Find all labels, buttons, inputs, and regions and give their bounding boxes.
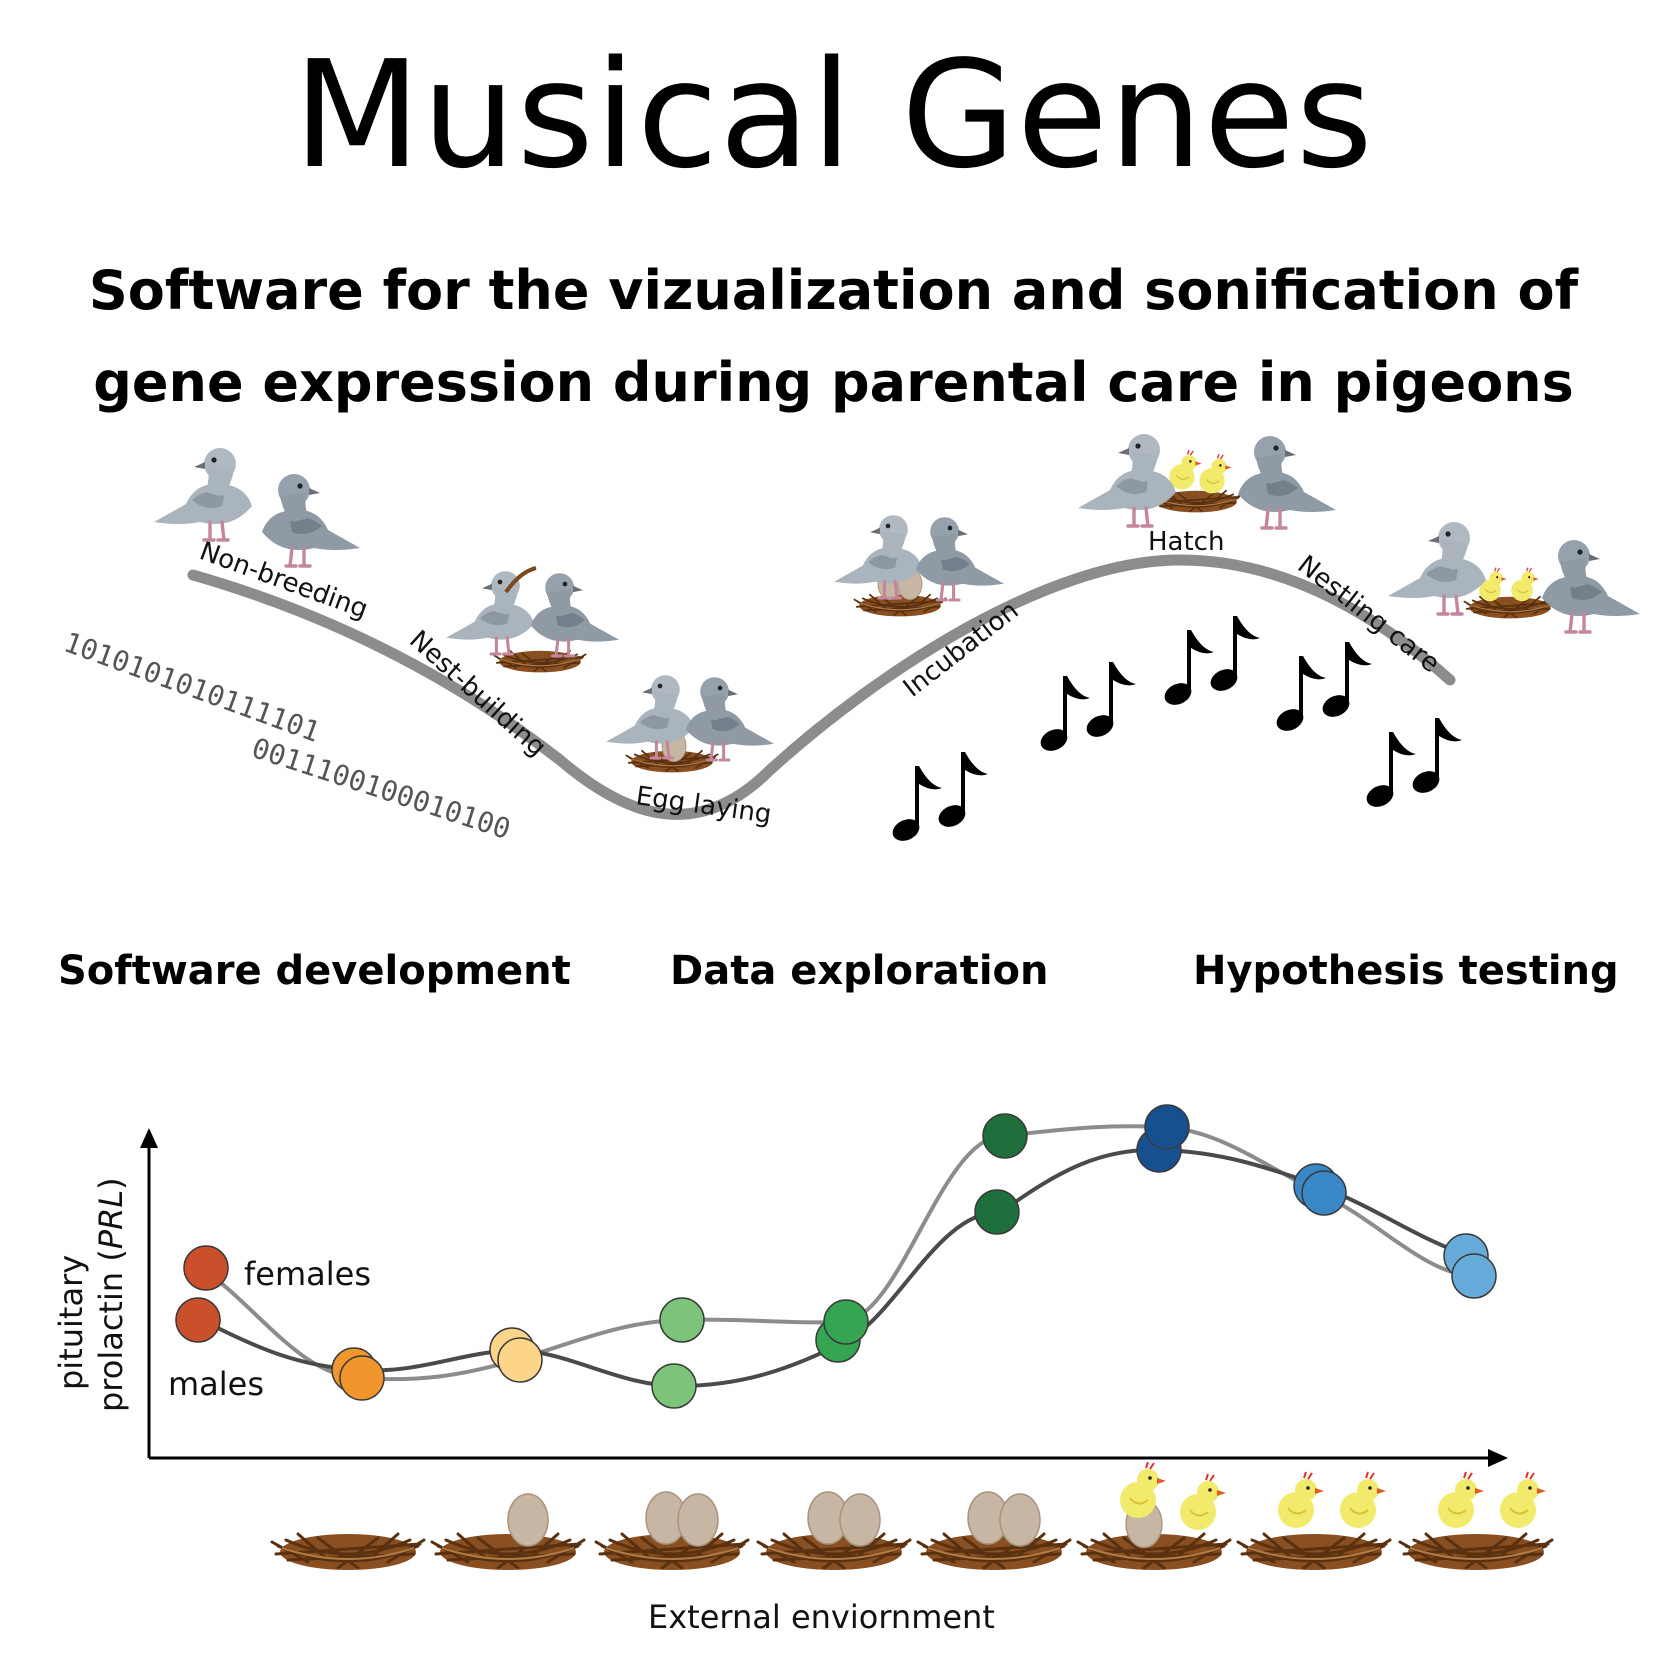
nest-icon bbox=[1463, 595, 1557, 620]
nest-icon bbox=[270, 1532, 426, 1572]
pigeon-icon bbox=[1386, 520, 1488, 616]
female-point-9 bbox=[1451, 1253, 1497, 1299]
pigeon-pair-nestling-care bbox=[1386, 520, 1642, 634]
y-axis-arrow bbox=[140, 1128, 158, 1148]
female-point-1 bbox=[183, 1245, 229, 1291]
female-point-5 bbox=[823, 1299, 869, 1345]
nest-icon bbox=[1236, 1532, 1392, 1572]
pigeon-icon bbox=[529, 571, 621, 658]
x-axis-label: External enviornment bbox=[648, 1598, 995, 1636]
page-title: Musical Genes bbox=[293, 29, 1374, 201]
curve-label-nestling-care: Nestling care bbox=[1292, 550, 1445, 679]
pigeon-pair-non-breeding bbox=[152, 446, 362, 568]
male-point-6 bbox=[974, 1189, 1020, 1235]
egg-icon bbox=[677, 1493, 719, 1547]
pigeon-icon bbox=[1236, 434, 1338, 530]
pigeon-pair-egg-laying bbox=[604, 673, 776, 774]
chick-icon bbox=[1179, 1473, 1227, 1531]
female-point-6 bbox=[982, 1113, 1028, 1159]
nest-strip bbox=[270, 1461, 1554, 1572]
pigeon-icon bbox=[1076, 432, 1178, 528]
music-note-icon bbox=[1363, 718, 1462, 811]
chick-icon bbox=[1437, 1471, 1485, 1529]
egg-icon bbox=[999, 1493, 1041, 1547]
twig-icon bbox=[504, 566, 537, 594]
y-axis-label-line-2: prolactin (PRL) bbox=[92, 1177, 130, 1412]
curve-label-hatch: Hatch bbox=[1148, 527, 1224, 557]
stage-hypothesis-testing: Hypothesis testing bbox=[1193, 948, 1619, 994]
chick-icon bbox=[1478, 566, 1508, 602]
males-label: males bbox=[168, 1365, 264, 1403]
y-axis-label-line-1: pituitary bbox=[52, 1255, 90, 1390]
pigeon-icon bbox=[152, 446, 254, 542]
chick-icon bbox=[1277, 1471, 1325, 1529]
egg-icon bbox=[839, 1493, 881, 1547]
nest-icon bbox=[1398, 1532, 1554, 1572]
pigeon-pair-nest-building bbox=[444, 566, 621, 674]
pigeon-icon bbox=[260, 472, 362, 568]
pigeon-icon bbox=[1540, 538, 1642, 634]
binary-line-2: 0011100100010100 bbox=[248, 731, 515, 846]
female-point-2 bbox=[339, 1355, 385, 1401]
pigeon-icon bbox=[914, 515, 1006, 602]
music-note-icon bbox=[1161, 616, 1260, 709]
female-point-7 bbox=[1144, 1104, 1190, 1150]
pigeon-icon bbox=[684, 675, 776, 762]
x-axis-arrow bbox=[1488, 1449, 1508, 1467]
female-point-3 bbox=[497, 1337, 543, 1383]
breeding-cycle-curve bbox=[187, 554, 1456, 820]
chick-icon bbox=[1168, 449, 1203, 491]
binary-line-1: 1010101010111101 bbox=[60, 626, 325, 749]
stage-data-exploration: Data exploration bbox=[670, 948, 1049, 994]
chick-icon bbox=[1198, 453, 1233, 495]
curve-label-nest-building: Nest-building bbox=[403, 625, 551, 763]
pigeon-icon bbox=[444, 569, 536, 656]
prl-plot: pituitary prolactin (PRL) females males … bbox=[52, 1104, 1554, 1636]
females-label: females bbox=[244, 1255, 371, 1293]
chick-icon bbox=[1339, 1471, 1387, 1529]
egg-icon bbox=[507, 1493, 549, 1547]
male-point-1 bbox=[175, 1297, 221, 1343]
subtitle-line-1: Software for the vizualization and sonif… bbox=[88, 259, 1579, 322]
female-point-8 bbox=[1301, 1170, 1347, 1216]
male-point-4 bbox=[651, 1363, 697, 1409]
music-note-icon bbox=[889, 752, 988, 845]
music-note-icon bbox=[1273, 642, 1372, 735]
pigeon-pair-incubation bbox=[832, 513, 1006, 618]
female-point-4 bbox=[659, 1297, 705, 1343]
subtitle: Software for the vizualization and sonif… bbox=[0, 245, 1667, 429]
stage-software-development: Software development bbox=[58, 948, 571, 994]
chick-icon bbox=[1499, 1471, 1547, 1529]
pigeon-pair-hatch bbox=[1076, 432, 1338, 530]
subtitle-line-2: gene expression during parental care in … bbox=[93, 351, 1574, 414]
data-points bbox=[175, 1104, 1497, 1409]
nest-icon bbox=[430, 1532, 586, 1572]
music-note-icon bbox=[1037, 662, 1136, 755]
chick-icon bbox=[1510, 566, 1540, 602]
chick-icon bbox=[1119, 1461, 1167, 1519]
